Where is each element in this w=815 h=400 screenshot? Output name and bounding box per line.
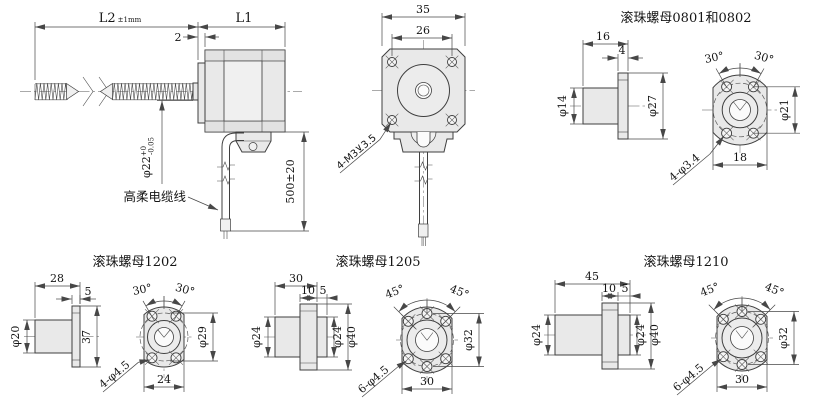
dim-body-width: 35 — [416, 3, 430, 16]
nut-stub — [617, 314, 631, 356]
dim-across-flats: 30 — [735, 373, 749, 386]
dim-total-length: 28 — [50, 272, 64, 285]
dim-pilot-diameter: φ22+0-0.05 — [140, 137, 156, 178]
nut-body — [274, 316, 301, 358]
hole-note: 6-φ4.5 — [355, 363, 391, 396]
dim-stub-diameter: φ24 — [634, 324, 647, 346]
nut-1210-title: 滚珠螺母1210 — [643, 254, 728, 270]
dim-across-flats: 30 — [420, 375, 434, 388]
nut-body — [554, 314, 603, 356]
dim-angle-right: 45° — [763, 280, 786, 299]
dim-flange-thickness: 10 — [301, 284, 315, 297]
dim-cable-length: 500±20 — [284, 159, 297, 203]
nut-stub — [316, 316, 328, 358]
motor-front-view: 35 26 4-M3⊻3.5 — [335, 3, 475, 248]
nut-flange — [71, 305, 81, 368]
dim-angle-left: 30° — [131, 281, 153, 298]
bolt-circle — [712, 82, 768, 138]
motor-side-view: L2±1mm L1 2 φ22+0-0.05 500±20 高柔电缆线 — [20, 11, 309, 239]
hole-note: 4-φ3.4 — [666, 151, 702, 184]
dim-total-length: 45 — [585, 270, 599, 283]
cable-connector-tip — [418, 223, 429, 238]
dim-flange-diameter: φ40 — [648, 324, 661, 346]
mount-hole-note: 4-M3⊻3.5 — [335, 133, 379, 172]
ball-nut-1205-view: 滚珠螺母1205 30 10 5 φ24 φ24 φ40 — [250, 254, 484, 398]
dim-bolt-circle-diameter: φ29 — [196, 326, 209, 348]
dim-flange-height: 37 — [80, 330, 93, 344]
nut-flange — [617, 72, 629, 140]
bolt-circle — [139, 312, 189, 362]
dim-angle-right: 45° — [448, 282, 471, 301]
cable-connector-tip — [220, 218, 231, 232]
break-mark — [82, 76, 94, 107]
dim-total-length: 30 — [289, 272, 303, 285]
nut-body — [582, 87, 619, 125]
dim-motor-length: L1 — [236, 11, 253, 26]
dim-flange-thickness: 2 — [175, 31, 182, 44]
nut-1205-title: 滚珠螺母1205 — [335, 254, 420, 270]
dim-total-length: 16 — [596, 30, 610, 43]
dim-mount-hole-spacing: 26 — [416, 24, 430, 37]
dim-angle-left: 45° — [383, 282, 406, 301]
dim-flange-diameter: φ27 — [646, 95, 659, 117]
dim-body-diameter: φ14 — [556, 95, 569, 117]
hole-note: 6-φ4.5 — [670, 361, 706, 394]
nut-0801-title: 滚珠螺母0801和0802 — [620, 10, 751, 26]
dim-flange-diameter: φ40 — [345, 326, 358, 348]
dim-across-flats: 24 — [157, 373, 171, 386]
nut-body — [34, 319, 73, 354]
ball-nut-1202-view: 滚珠螺母1202 28 5 φ20 37 — [9, 254, 218, 393]
cable-label: 高柔电缆线 — [123, 189, 186, 204]
dim-bolt-circle-diameter: φ21 — [778, 99, 791, 121]
dim-across-flats: 18 — [733, 151, 747, 164]
dim-angle-right: 30° — [753, 49, 775, 67]
nut-flange — [299, 303, 318, 371]
ball-nut-1210-view: 滚珠螺母1210 45 10 5 φ24 φ24 φ40 — [530, 254, 799, 396]
dim-body-diameter: φ24 — [250, 326, 263, 348]
dim-angle-left: 30° — [703, 49, 725, 66]
dim-body-diameter: φ24 — [530, 324, 543, 346]
dim-stub-length: 5 — [622, 282, 629, 295]
dim-flange-thickness: 5 — [85, 285, 92, 298]
hole-note: 4-φ4.5 — [96, 358, 132, 391]
dim-body-diameter: φ20 — [9, 326, 22, 348]
nut-flange — [601, 302, 619, 370]
screw-tip — [66, 82, 80, 101]
motor-flange — [197, 62, 206, 124]
dim-angle-left: 45° — [698, 280, 721, 299]
dim-flange-thickness: 10 — [602, 282, 616, 295]
screw-tip — [99, 82, 113, 101]
dim-bolt-circle-diameter: φ32 — [777, 327, 790, 349]
dim-stub-length: 5 — [320, 284, 327, 297]
dim-flange-thickness: 4 — [619, 44, 626, 57]
screw-thread-segment — [34, 82, 68, 101]
screw-thread-segment — [112, 82, 196, 101]
ball-nut-0801-view: 滚珠螺母0801和0802 16 4 φ14 φ27 — [556, 10, 800, 186]
dim-angle-right: 30° — [174, 281, 196, 299]
dim-stub-diameter: φ24 — [331, 326, 344, 348]
dim-screw-length: L2±1mm — [99, 11, 142, 26]
cable — [221, 132, 244, 219]
nut-1202-title: 滚珠螺母1202 — [92, 254, 177, 270]
dim-bolt-circle-diameter: φ32 — [462, 329, 475, 351]
